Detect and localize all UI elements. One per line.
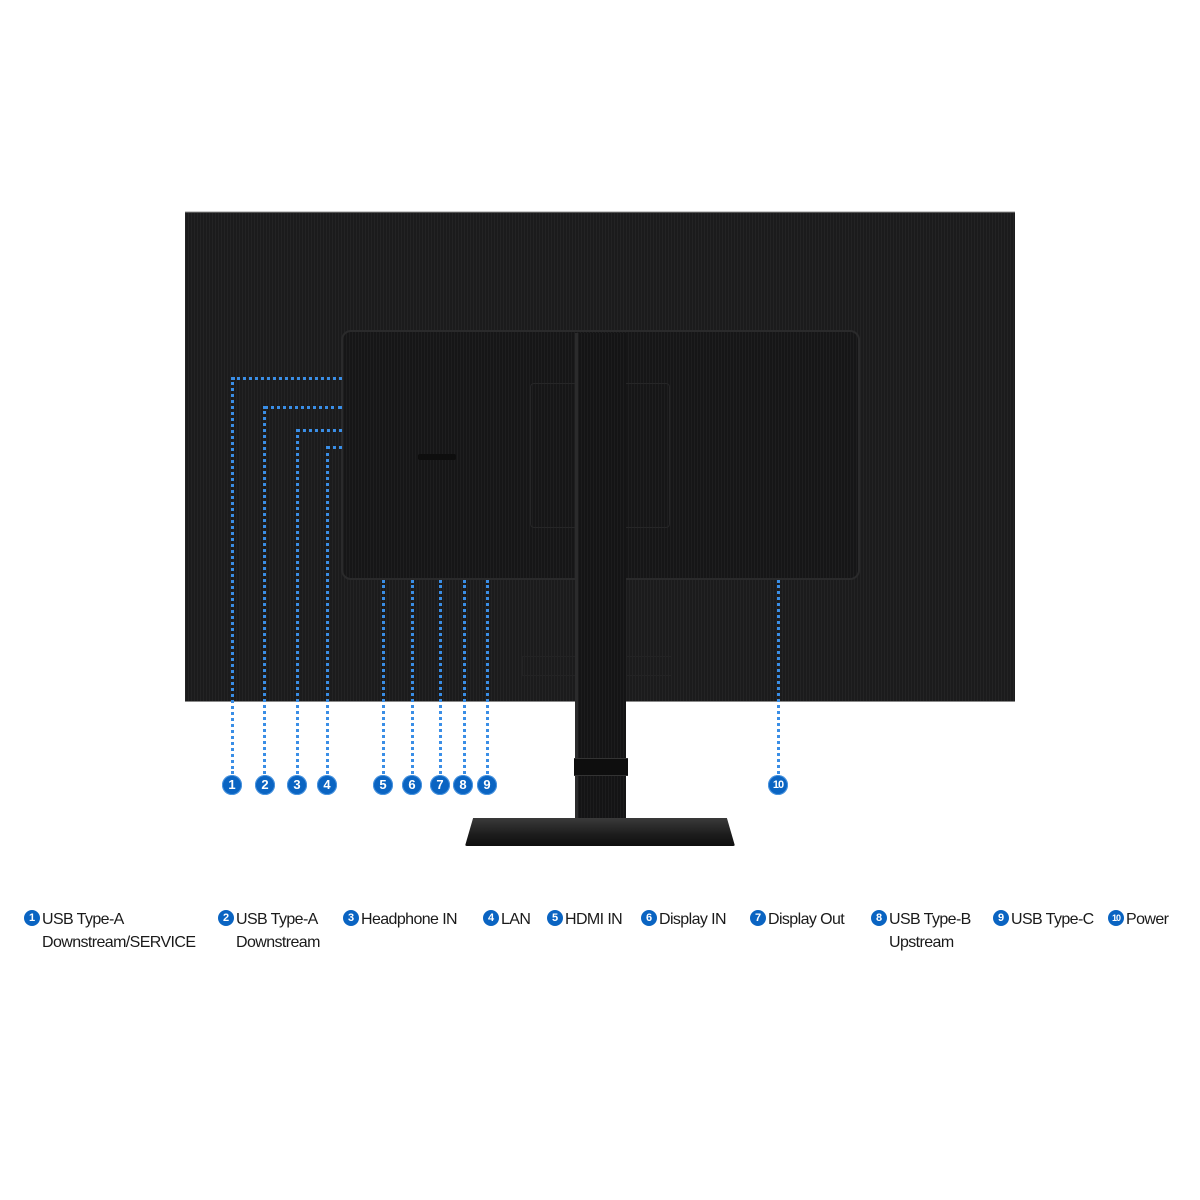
port-marker-5: 5: [373, 775, 393, 795]
port-marker-9: 9: [477, 775, 497, 795]
leader-line-3-h: [297, 429, 342, 432]
legend-badge-1: 1: [24, 910, 40, 926]
legend-badge-5: 5: [547, 910, 563, 926]
legend-label-8: USB Type-B: [889, 911, 971, 928]
legend-label-7: Display Out: [768, 911, 845, 928]
leader-line-2-h: [264, 406, 342, 409]
port-marker-7: 7: [430, 775, 450, 795]
legend-label-3: Headphone IN: [361, 911, 458, 928]
legend-label-5: HDMI IN: [565, 911, 623, 928]
legend-item-10: 10 Power: [1108, 908, 1169, 931]
port-marker-4: 4: [317, 775, 337, 795]
port-marker-10: 10: [768, 775, 788, 795]
leader-line-5: [382, 580, 385, 774]
legend-badge-4: 4: [483, 910, 499, 926]
legend-badge-8: 8: [871, 910, 887, 926]
port-marker-3: 3: [287, 775, 307, 795]
legend-sublabel-8: Upstream: [889, 934, 954, 951]
legend-badge-7: 7: [750, 910, 766, 926]
legend-item-3: 3 Headphone IN: [343, 908, 458, 931]
legend-item-8: 8 USB Type-B Upstream: [871, 908, 971, 954]
port-marker-2: 2: [255, 775, 275, 795]
legend-sublabel-2: Downstream: [236, 934, 320, 951]
legend-badge-6: 6: [641, 910, 657, 926]
legend-item-1: 1 USB Type-A Downstream/SERVICE: [24, 908, 196, 954]
leader-line-7: [439, 580, 442, 774]
legend-badge-2: 2: [218, 910, 234, 926]
legend-label-4: LAN: [501, 911, 531, 928]
legend-item-2: 2 USB Type-A Downstream: [218, 908, 320, 954]
leader-line-4-h: [327, 446, 342, 449]
legend-label-2: USB Type-A: [236, 911, 318, 928]
leader-line-4-v: [326, 446, 329, 774]
legend-badge-3: 3: [343, 910, 359, 926]
port-marker-8: 8: [453, 775, 473, 795]
leader-line-2-v: [263, 406, 266, 774]
port-marker-1: 1: [222, 775, 242, 795]
leader-line-1-v: [231, 377, 234, 774]
legend-badge-9: 9: [993, 910, 1009, 926]
stand-neck: [575, 333, 626, 828]
leader-line-3-v: [296, 429, 299, 774]
leader-line-1-h: [232, 377, 342, 380]
legend-item-4: 4 LAN: [483, 908, 531, 931]
port-marker-6: 6: [402, 775, 422, 795]
legend-label-1: USB Type-A: [42, 911, 124, 928]
legend-badge-10: 10: [1108, 910, 1124, 926]
legend-item-7: 7 Display Out: [750, 908, 845, 931]
leader-line-9: [486, 580, 489, 774]
legend-item-5: 5 HDMI IN: [547, 908, 623, 931]
legend-label-6: Display IN: [659, 911, 727, 928]
legend-item-9: 9 USB Type-C: [993, 908, 1094, 931]
leader-line-8: [463, 580, 466, 774]
legend-sublabel-1: Downstream/SERVICE: [42, 934, 196, 951]
leader-line-10: [777, 580, 780, 774]
stand-base: [465, 818, 735, 846]
legend-item-6: 6 Display IN: [641, 908, 727, 931]
leader-line-6: [411, 580, 414, 774]
legend-label-9: USB Type-C: [1011, 911, 1094, 928]
brand-logo: [418, 454, 456, 460]
stand-collar: [574, 758, 628, 776]
legend-label-10: Power: [1126, 911, 1169, 928]
